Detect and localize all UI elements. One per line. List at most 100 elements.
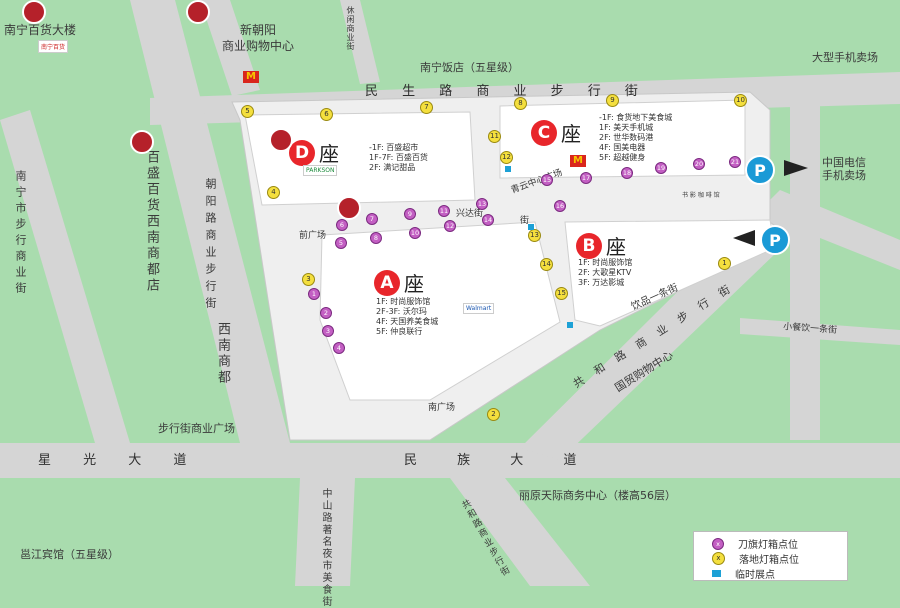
- logo-parkson: PARKSON: [303, 165, 338, 176]
- building-B-label[interactable]: B 座: [576, 231, 626, 260]
- kfc-icon: [269, 128, 293, 152]
- purple-point[interactable]: 21: [729, 156, 741, 168]
- building-D-letter: D: [289, 139, 315, 166]
- yellow-point[interactable]: 15: [555, 287, 568, 300]
- yellow-point[interactable]: 4: [267, 186, 280, 199]
- place-jie: 街: [520, 216, 530, 226]
- purple-point[interactable]: 9: [404, 208, 416, 220]
- map-roads: [0, 0, 900, 586]
- road-gonghe: [520, 190, 900, 460]
- block-D: [244, 111, 476, 206]
- kfc-icon: [22, 0, 46, 24]
- road-zhongshan-label: 中山路著名夜市美食街: [320, 488, 331, 608]
- purple-point[interactable]: 18: [621, 167, 633, 179]
- yellow-point[interactable]: 8: [514, 97, 527, 110]
- yellow-point[interactable]: 7: [420, 101, 433, 114]
- yellow-point[interactable]: 11: [488, 130, 501, 143]
- parking-icon-b[interactable]: P: [760, 225, 790, 255]
- place-xinan: 西南商都: [215, 322, 230, 386]
- road-xiucan: [740, 318, 900, 345]
- building-C-letter: C: [531, 119, 557, 146]
- purple-point[interactable]: 10: [409, 227, 421, 239]
- building-D-label[interactable]: D 座: [289, 138, 339, 167]
- road-xingguang-minzu: [0, 443, 900, 478]
- building-A-floors: 1F: 时尚服饰馆 2F-3F: 沃尔玛 4F: 天国养美食城 5F: 仲良联行: [376, 297, 439, 336]
- road-chaoyang-label: 朝阳路商业步行街: [204, 178, 217, 314]
- purple-point[interactable]: 8: [370, 232, 382, 244]
- legend-yellow-label: 落地灯箱点位: [739, 555, 799, 566]
- yellow-point[interactable]: 2: [487, 408, 500, 421]
- place-nanning-hotel: 南宁饭店（五星级）: [420, 61, 519, 74]
- purple-point[interactable]: 15: [541, 174, 553, 186]
- purple-point[interactable]: 13: [476, 198, 488, 210]
- purple-point[interactable]: 11: [438, 205, 450, 217]
- logo-walmart: Walmart: [463, 303, 495, 314]
- purple-point[interactable]: 1: [308, 288, 320, 300]
- purple-point[interactable]: 7: [366, 213, 378, 225]
- legend-row-yellow: x 落地灯箱点位: [712, 551, 799, 566]
- purple-point[interactable]: 4: [333, 342, 345, 354]
- building-B-floors: 1F: 时尚服饰馆 2F: 大歌星KTV 3F: 万达影城: [578, 258, 633, 287]
- place-nanning-dept: 南宁百货大楼: [4, 23, 77, 37]
- road-right-vert: [790, 104, 820, 440]
- purple-point[interactable]: 12: [444, 220, 456, 232]
- place-liyuan: 丽原天际商务中心（楼高56层）: [519, 489, 676, 502]
- yellow-point[interactable]: 5: [241, 105, 254, 118]
- building-C-floors: -1F: 食货地下美食城 1F: 美天手机城 2F: 世华数码港 4F: 国美电…: [599, 113, 673, 162]
- yellow-point[interactable]: 10: [734, 94, 747, 107]
- purple-point[interactable]: 17: [580, 172, 592, 184]
- building-A-label[interactable]: A 座: [374, 268, 424, 297]
- temp-point[interactable]: [505, 166, 511, 172]
- purple-point[interactable]: 16: [554, 200, 566, 212]
- yellow-point[interactable]: 13: [528, 229, 541, 242]
- temp-point[interactable]: [528, 224, 534, 230]
- mcdonalds-icon: M: [570, 155, 586, 167]
- yellow-point[interactable]: 12: [500, 151, 513, 164]
- place-square: 步行街商业广场: [158, 422, 235, 435]
- temp-point[interactable]: [567, 322, 573, 328]
- purple-point[interactable]: 6: [336, 219, 348, 231]
- road-xingguang-label: 星 光 大 道: [38, 453, 201, 468]
- yellow-point[interactable]: 9: [606, 94, 619, 107]
- building-C-zuo: 座: [561, 122, 581, 146]
- building-C-label[interactable]: C 座: [531, 118, 581, 147]
- building-A-zuo: 座: [404, 272, 424, 296]
- legend-blue-icon: [712, 570, 721, 577]
- legend-row-purple: x 刀旗灯箱点位: [712, 536, 798, 551]
- legend-purple-label: 刀旗灯箱点位: [738, 540, 798, 551]
- place-shuyuan: 书 影 咖 啡 馆: [682, 192, 720, 199]
- yellow-point[interactable]: 1: [718, 257, 731, 270]
- purple-point[interactable]: 19: [655, 162, 667, 174]
- building-D-floors: -1F: 百盛超市 1F-7F: 百盛百货 2F: 满记甜品: [369, 143, 428, 172]
- purple-point[interactable]: 3: [322, 325, 334, 337]
- kfc-icon: [186, 0, 210, 24]
- purple-point[interactable]: 5: [335, 237, 347, 249]
- building-B-zuo: 座: [606, 235, 626, 259]
- place-big-phone: 大型手机卖场: [812, 51, 878, 64]
- place-xinchaoyang: 新朝阳 商业购物中心: [222, 23, 295, 53]
- road-left-diag: [0, 110, 130, 443]
- yellow-point[interactable]: 6: [320, 108, 333, 121]
- road-zhongshan: [295, 478, 355, 586]
- logo-nanning-baihuo: 南宁百货: [38, 40, 69, 53]
- legend-purple-icon: x: [712, 537, 724, 550]
- purple-point[interactable]: 2: [320, 307, 332, 319]
- yellow-point[interactable]: 3: [302, 273, 315, 286]
- road-minsheng-label: 民 生 路 商 业 步 行 街: [365, 84, 648, 99]
- road-chaoyang: [130, 0, 290, 443]
- place-south-sq: 南广场: [428, 403, 456, 413]
- building-D-zuo: 座: [319, 142, 339, 166]
- purple-point[interactable]: 14: [482, 214, 494, 226]
- building-A-letter: A: [374, 269, 400, 296]
- road-nanning-shi-label: 南宁市步行商业街: [14, 170, 27, 298]
- block-A: [319, 221, 561, 401]
- yellow-point[interactable]: 14: [540, 258, 553, 271]
- purple-point[interactable]: 20: [693, 158, 705, 170]
- parking-icon-c[interactable]: P: [745, 155, 775, 185]
- kfc-icon: [337, 196, 361, 220]
- road-xiuxian: [340, 0, 380, 84]
- legend: x 刀旗灯箱点位 x 落地灯箱点位 临时展点: [693, 531, 848, 581]
- place-front-sq: 前广场: [299, 231, 327, 241]
- road-minzu-label: 民 族 大 道: [404, 453, 595, 468]
